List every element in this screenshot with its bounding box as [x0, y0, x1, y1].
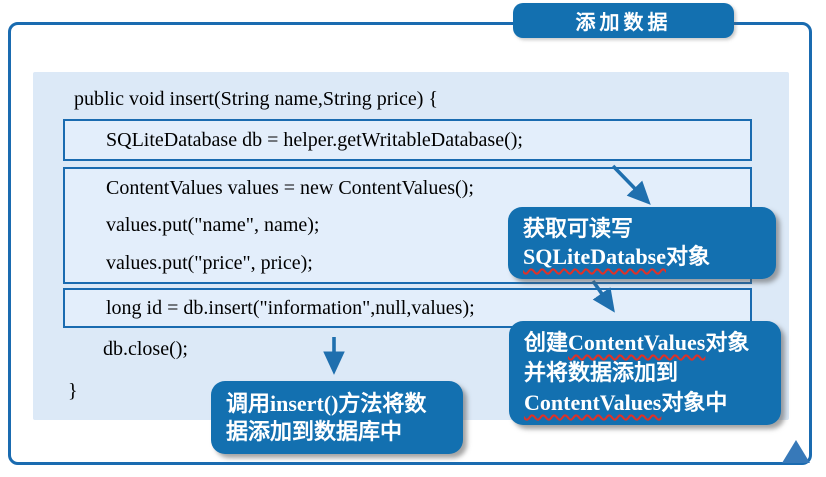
code-line-db-close: db.close(); [103, 338, 188, 360]
corner-triangle-icon [782, 440, 810, 463]
misspelled-word: SQLiteDatabse [523, 244, 666, 269]
callout-text-line: 并将数据添加到 [524, 360, 679, 385]
callout-text-rest: 对象 [666, 244, 711, 269]
content-frame [8, 22, 812, 465]
code-line-new-contentvalues: ContentValues values = new ContentValues… [106, 176, 474, 199]
code-box-get-database: SQLiteDatabase db = helper.getWritableDa… [63, 119, 752, 161]
callout-text-line: ContentValues对象中 [524, 388, 766, 418]
code-signature-line: public void insert(String name,String pr… [74, 88, 438, 110]
code-line-insert: long id = db.insert("information",null,v… [106, 297, 475, 319]
callout-content-values: 创建ContentValues对象 并将数据添加到 ContentValues对… [509, 321, 781, 425]
callout-text-rest: 对象 [705, 330, 750, 355]
code-line-closing-brace: } [68, 380, 78, 402]
callout-text-line: 据添加到数据库中 [226, 418, 403, 444]
title-badge: 添加数据 [513, 3, 734, 38]
title-badge-label: 添加数据 [575, 12, 672, 34]
callout-text-line: SQLiteDatabse对象 [523, 243, 761, 271]
callout-text-line: 创建ContentValues对象 [524, 328, 766, 358]
callout-text-pre: 创建 [524, 330, 569, 355]
code-line-put-price: values.put("price", price); [106, 252, 313, 275]
callout-text-rest: 对象中 [661, 390, 728, 415]
misspelled-word: ContentValues [524, 390, 662, 415]
callout-get-database: 获取可读写 SQLiteDatabse对象 [508, 207, 776, 279]
code-line-get-database: SQLiteDatabase db = helper.getWritableDa… [106, 129, 523, 151]
callout-text-line: 调用insert()方法将数 [226, 390, 427, 416]
callout-text-line: 获取可读写 [523, 216, 634, 241]
misspelled-word: ContentValues [568, 330, 706, 355]
callout-insert-method: 调用insert()方法将数 据添加到数据库中 [211, 381, 463, 454]
code-line-put-name: values.put("name", name); [106, 214, 320, 237]
